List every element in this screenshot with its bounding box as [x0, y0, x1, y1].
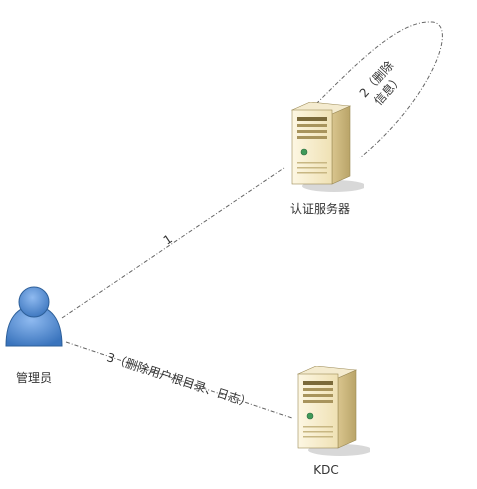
server-icon	[297, 366, 370, 456]
auth-server-node[interactable]: 认证服务器	[290, 102, 366, 216]
kdc-node[interactable]: KDC	[297, 366, 372, 477]
kdc-label: KDC	[313, 463, 339, 477]
edge-3-label: 3（删除用户根目录、日志）	[105, 349, 254, 410]
edge-1-label: 1	[161, 232, 175, 248]
edge-2-connector	[315, 21, 443, 159]
admin-node[interactable]: 管理员	[5, 286, 63, 385]
admin-label: 管理员	[16, 370, 52, 385]
server-icon	[291, 102, 364, 192]
user-icon	[5, 286, 63, 347]
edge-3-connector	[65, 341, 293, 419]
auth-server-label: 认证服务器	[290, 201, 350, 216]
